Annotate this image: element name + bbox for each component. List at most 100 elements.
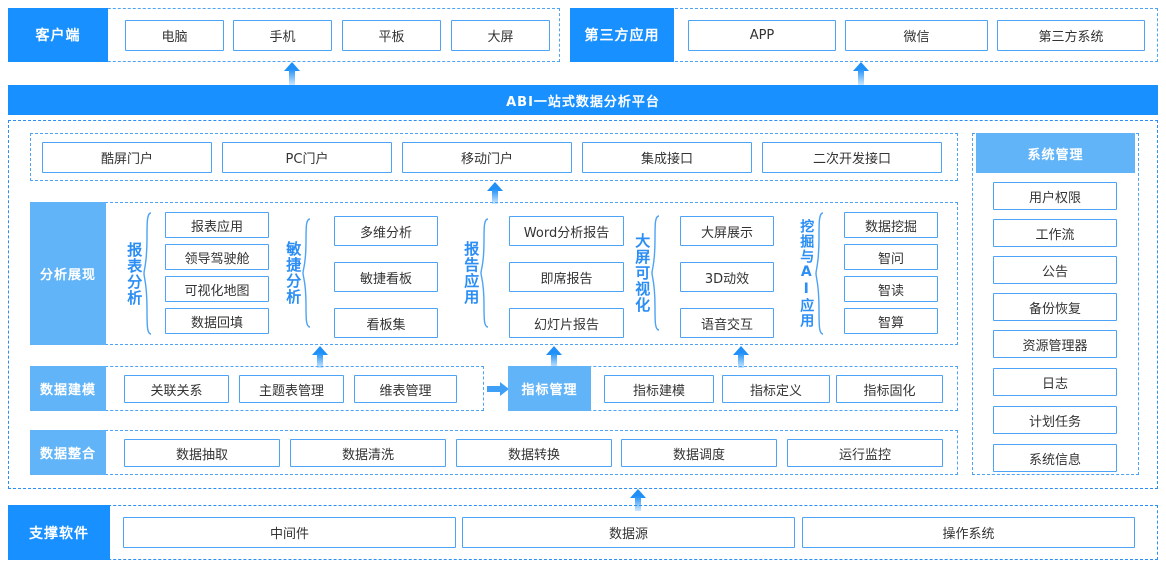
support-item-2[interactable]: 操作系统 [802, 517, 1135, 548]
client-item-2[interactable]: 平板 [342, 20, 441, 51]
metric-item-label: 指标固化 [863, 383, 916, 399]
sysmgmt-item-7[interactable]: 系统信息 [993, 444, 1117, 472]
support-item-0[interactable]: 中间件 [123, 517, 456, 548]
analysis-item[interactable]: 多维分析 [334, 216, 438, 246]
support-item-1[interactable]: 数据源 [462, 517, 795, 548]
integration-item-4[interactable]: 运行监控 [787, 439, 943, 467]
group-bigscreen-items: 大屏展示 3D动效 语音交互 [680, 216, 774, 338]
integration-item-1[interactable]: 数据清洗 [290, 439, 446, 467]
arrow-metric-to-analysis [546, 346, 562, 368]
analysis-item[interactable]: 智算 [844, 308, 938, 334]
group-agile-analysis: 敏捷分析 [284, 218, 311, 328]
arrow-modeling-to-metric [487, 382, 509, 396]
integration-item-label: 数据转换 [507, 447, 560, 463]
analysis-item[interactable]: 数据回填 [165, 308, 269, 334]
support-item-label: 数据源 [608, 527, 648, 542]
analysis-item-label: 数据回填 [190, 315, 243, 331]
portal-item-4[interactable]: 二次开发接口 [762, 142, 942, 173]
analysis-label: 分析展现 [39, 268, 96, 283]
sysmgmt-item-label: 用户权限 [1028, 190, 1081, 206]
client-item-label: 平板 [378, 30, 405, 45]
thirdparty-item-2[interactable]: 第三方系统 [997, 20, 1145, 51]
analysis-item-label: 语音交互 [700, 317, 753, 333]
arrow-head [546, 346, 562, 355]
group-label: 报表分析 [125, 241, 144, 306]
group-report-application-items: Word分析报告 即席报告 幻灯片报告 [509, 216, 624, 338]
analysis-item-label: 3D动效 [704, 271, 750, 287]
analysis-item[interactable]: 可视化地图 [165, 276, 269, 302]
analysis-item[interactable]: Word分析报告 [509, 216, 624, 246]
metric-item-0[interactable]: 指标建模 [604, 375, 714, 403]
group-agile-analysis-items: 多维分析 敏捷看板 看板集 [334, 216, 438, 338]
analysis-item-label: 大屏展示 [700, 225, 753, 241]
analysis-item[interactable]: 大屏展示 [680, 216, 774, 246]
analysis-item[interactable]: 3D动效 [680, 262, 774, 292]
thirdparty-item-1[interactable]: 微信 [845, 20, 988, 51]
arrow-modeling-to-analysis [312, 346, 328, 368]
sysmgmt-item-1[interactable]: 工作流 [993, 219, 1117, 247]
brace-icon [480, 218, 489, 328]
arrow-shaft [289, 69, 295, 85]
client-item-1[interactable]: 手机 [233, 20, 332, 51]
arrow-shaft [858, 69, 864, 85]
client-item-0[interactable]: 电脑 [125, 20, 224, 51]
client-item-label: 大屏 [487, 30, 514, 45]
modeling-item-1[interactable]: 主题表管理 [239, 375, 344, 403]
support-label-box: 支撑软件 [8, 505, 110, 560]
portal-item-label: 酷屏门户 [100, 152, 153, 167]
sysmgmt-item-4[interactable]: 资源管理器 [993, 330, 1117, 358]
analysis-item[interactable]: 报表应用 [165, 212, 269, 238]
analysis-item[interactable]: 幻灯片报告 [509, 308, 624, 338]
thirdparty-item-0[interactable]: APP [688, 20, 836, 51]
arrow-shaft [487, 386, 501, 392]
group-report-application: 报告应用 [462, 218, 489, 328]
analysis-label-box: 分析展现 [30, 202, 106, 345]
sysmgmt-item-2[interactable]: 公告 [993, 256, 1117, 284]
metric-item-2[interactable]: 指标固化 [836, 375, 943, 403]
group-report-analysis-items: 报表应用 领导驾驶舱 可视化地图 数据回填 [165, 212, 269, 334]
analysis-item[interactable]: 看板集 [334, 308, 438, 338]
group-label: 大屏可视化 [633, 233, 652, 313]
analysis-item[interactable]: 领导驾驶舱 [165, 244, 269, 270]
portal-item-0[interactable]: 酷屏门户 [42, 142, 212, 173]
integration-item-3[interactable]: 数据调度 [621, 439, 777, 467]
analysis-item[interactable]: 智问 [844, 244, 938, 270]
support-item-label: 操作系统 [942, 527, 995, 542]
client-item-3[interactable]: 大屏 [451, 20, 550, 51]
analysis-item-label: 可视化地图 [184, 283, 250, 299]
client-label: 客户端 [35, 28, 81, 44]
portal-item-1[interactable]: PC门户 [222, 142, 392, 173]
metric-item-1[interactable]: 指标定义 [722, 375, 830, 403]
sysmgmt-item-label: 公告 [1041, 264, 1068, 280]
modeling-item-label: 关联关系 [150, 383, 203, 399]
analysis-item[interactable]: 敏捷看板 [334, 262, 438, 292]
arrow-shaft [317, 353, 323, 368]
arrow-shaft [738, 353, 744, 368]
analysis-item-label: 智问 [877, 251, 904, 267]
integration-label-box: 数据整合 [30, 430, 106, 475]
analysis-item[interactable]: 即席报告 [509, 262, 624, 292]
brace-icon [143, 212, 152, 335]
sysmgmt-item-label: 备份恢复 [1028, 301, 1081, 317]
portal-item-3[interactable]: 集成接口 [582, 142, 752, 173]
sysmgmt-item-0[interactable]: 用户权限 [993, 182, 1117, 210]
support-item-label: 中间件 [269, 527, 309, 542]
sysmgmt-item-5[interactable]: 日志 [993, 368, 1117, 396]
analysis-item-label: 智算 [877, 315, 904, 331]
portal-item-2[interactable]: 移动门户 [402, 142, 572, 173]
arrow-head [500, 382, 509, 396]
analysis-item[interactable]: 智读 [844, 276, 938, 302]
modeling-item-2[interactable]: 维表管理 [354, 375, 457, 403]
analysis-item-label: 看板集 [366, 317, 406, 333]
integration-item-2[interactable]: 数据转换 [456, 439, 612, 467]
integration-item-0[interactable]: 数据抽取 [124, 439, 280, 467]
analysis-item-label: 领导驾驶舱 [184, 251, 250, 267]
thirdparty-item-label: APP [749, 28, 775, 43]
sysmgmt-item-3[interactable]: 备份恢复 [993, 293, 1117, 321]
modeling-item-0[interactable]: 关联关系 [124, 375, 229, 403]
arrow-shaft [492, 189, 498, 204]
sysmgmt-item-6[interactable]: 计划任务 [993, 406, 1117, 434]
analysis-item-label: Word分析报告 [523, 225, 610, 241]
analysis-item[interactable]: 语音交互 [680, 308, 774, 338]
analysis-item[interactable]: 数据挖掘 [844, 212, 938, 238]
